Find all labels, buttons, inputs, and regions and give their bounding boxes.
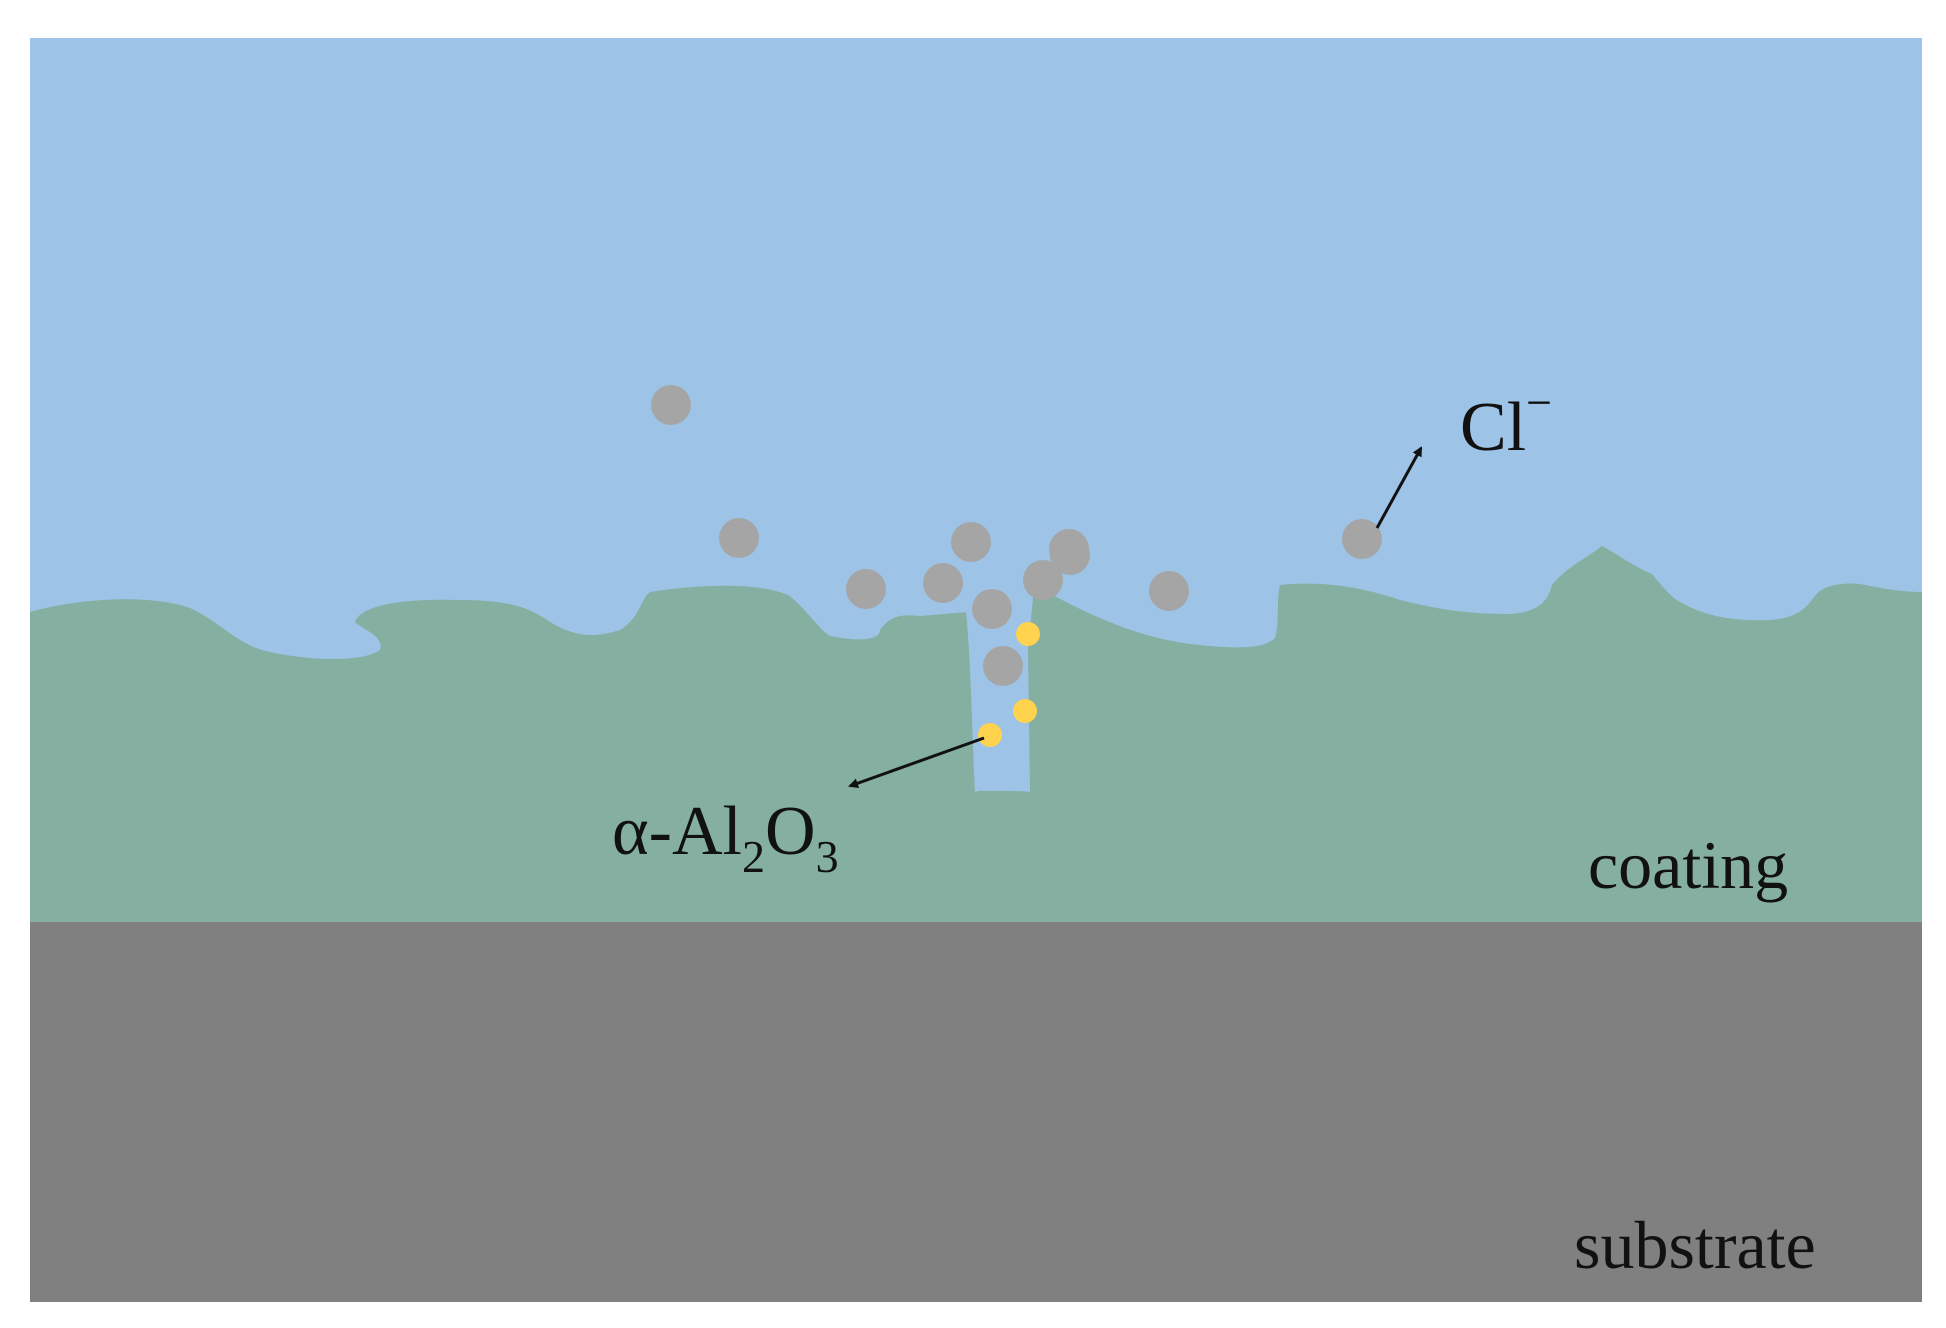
alumina-particle [978, 723, 1002, 747]
chloride-ion [972, 589, 1012, 629]
chloride-ion [983, 646, 1023, 686]
chloride-ion [1023, 560, 1063, 600]
chloride-ion [719, 518, 759, 558]
chloride-ion [951, 522, 991, 562]
chloride-ion [923, 563, 963, 603]
substrate-label: substrate [1574, 1207, 1816, 1283]
substrate-layer [30, 922, 1922, 1302]
alumina-label-sub1: 2 [742, 831, 765, 882]
chloride-label-base: Cl [1460, 389, 1526, 466]
chloride-ion [1050, 535, 1090, 575]
chloride-label: Cl− [1460, 377, 1552, 466]
alumina-particles [978, 622, 1040, 747]
alumina-label-sub2: 3 [816, 831, 839, 882]
chloride-ions [651, 385, 1382, 686]
alumina-label-mid: O [765, 793, 816, 870]
coating-label: coating [1588, 827, 1788, 903]
chloride-label-charge: − [1526, 377, 1552, 428]
chloride-ion [1149, 571, 1189, 611]
chloride-ion [651, 385, 691, 425]
chloride-pointer-arrow [1375, 446, 1423, 529]
alumina-particle [1013, 699, 1037, 723]
chloride-ion [846, 569, 886, 609]
chloride-ion [1342, 519, 1382, 559]
alumina-pointer-arrow [848, 736, 985, 789]
alumina-label: α-Al2O3 [612, 793, 839, 882]
alumina-label-prefix: α-Al [612, 793, 742, 870]
alumina-particle [1016, 622, 1040, 646]
